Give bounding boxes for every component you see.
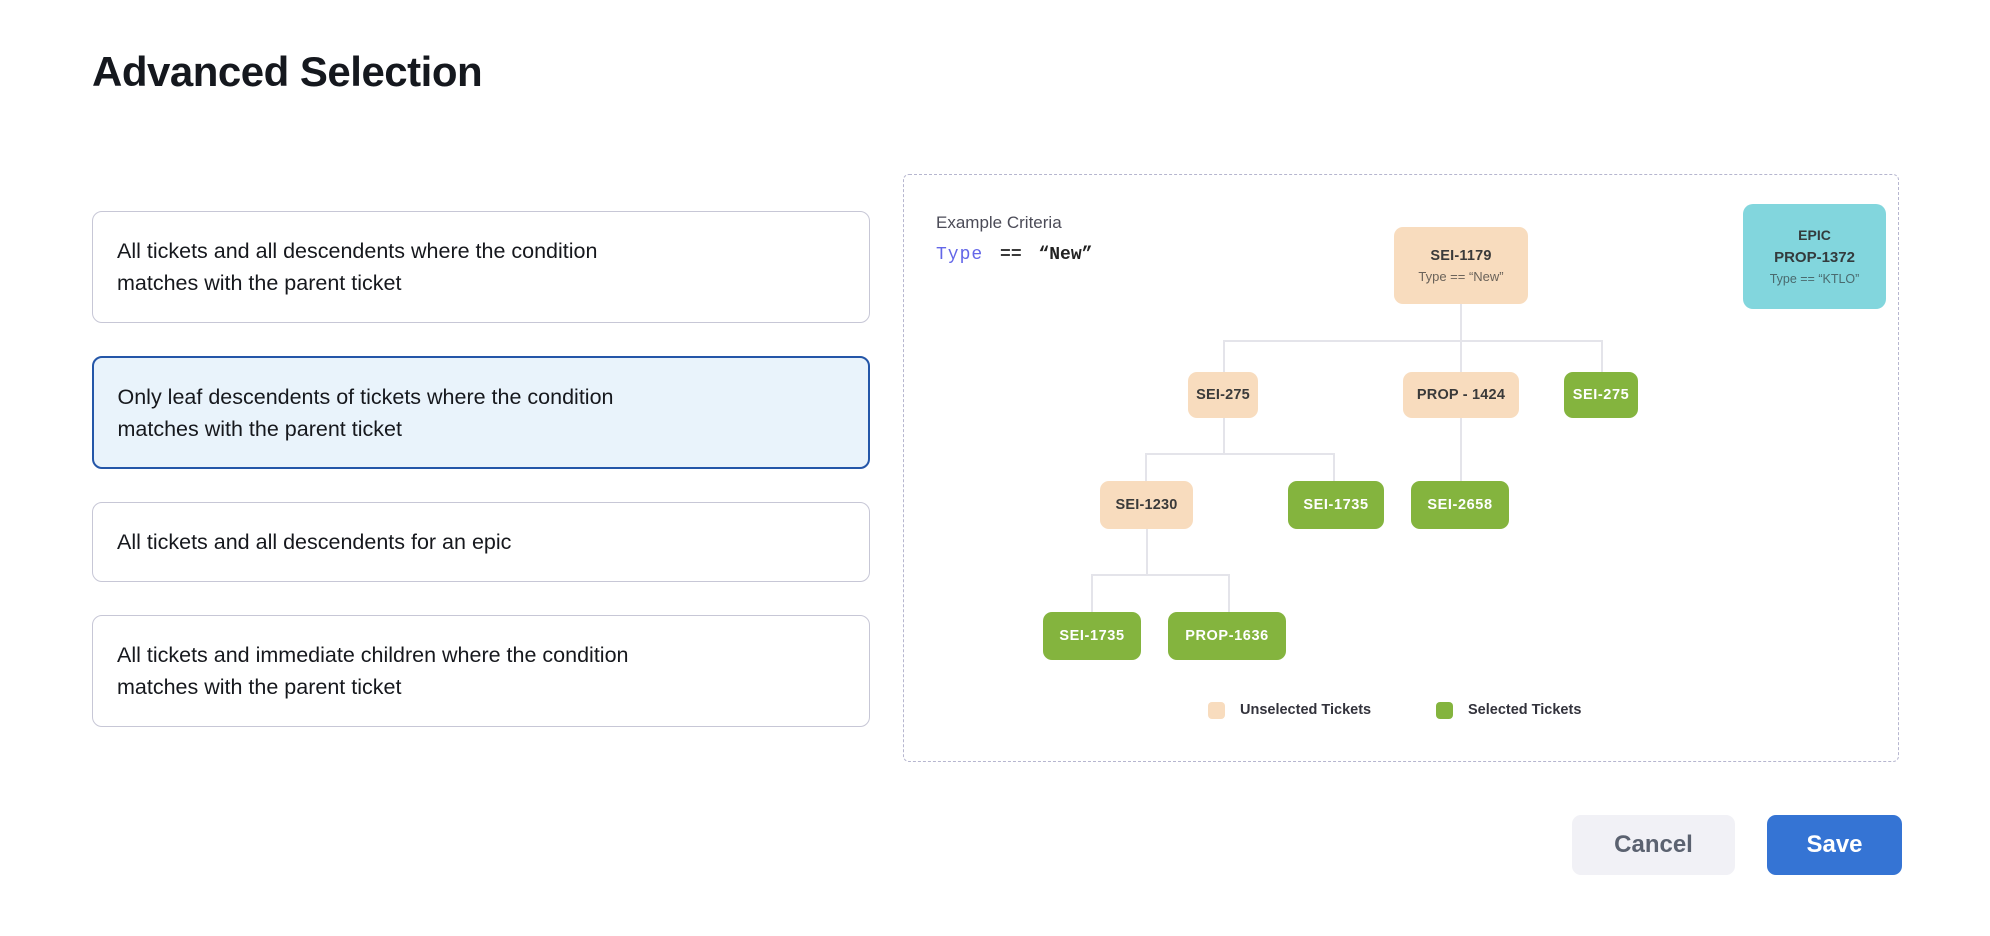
tree-node-sei-1735-leaf: SEI-1735 bbox=[1043, 612, 1141, 660]
connector-line bbox=[1091, 574, 1228, 576]
node-id: SEI-275 bbox=[1196, 387, 1250, 403]
connector-line bbox=[1145, 453, 1147, 481]
option-label: All tickets and all descendents where th… bbox=[117, 239, 598, 295]
legend: Unselected Tickets Selected Tickets bbox=[904, 700, 1898, 726]
page-title: Advanced Selection bbox=[92, 48, 483, 95]
connector-line bbox=[1601, 340, 1603, 372]
legend-swatch-selected bbox=[1436, 702, 1453, 719]
connector-line bbox=[1146, 529, 1148, 574]
node-condition: Type == “New” bbox=[1418, 268, 1504, 284]
cancel-button[interactable]: Cancel bbox=[1572, 815, 1735, 875]
connector-line bbox=[1460, 340, 1462, 372]
connector-line bbox=[1223, 340, 1225, 372]
example-panel: Example Criteria Type == “New” SEI-1179 … bbox=[903, 174, 1899, 762]
epic-condition: Type == “KTLO” bbox=[1769, 272, 1860, 286]
option-label: All tickets and all descendents for an e… bbox=[117, 530, 512, 554]
option-card-immediate-children[interactable]: All tickets and immediate children where… bbox=[92, 615, 870, 727]
criteria-field: Type bbox=[936, 245, 984, 265]
node-id: SEI-2658 bbox=[1427, 497, 1493, 513]
tree-node-sei-1179: SEI-1179 Type == “New” bbox=[1394, 227, 1528, 304]
option-label: All tickets and immediate children where… bbox=[117, 643, 629, 699]
node-id: SEI-1735 bbox=[1303, 497, 1369, 513]
tree-node-prop-1636: PROP-1636 bbox=[1168, 612, 1286, 660]
connector-line bbox=[1223, 418, 1225, 453]
node-id: PROP-1636 bbox=[1185, 628, 1269, 644]
criteria-expression: Type == “New” bbox=[936, 245, 1092, 265]
option-card-all-descendents[interactable]: All tickets and all descendents where th… bbox=[92, 211, 870, 323]
option-label: Only leaf descendents of tickets where t… bbox=[117, 384, 614, 441]
epic-card: EPIC PROP-1372 Type == “KTLO” bbox=[1743, 204, 1886, 309]
legend-swatch-unselected bbox=[1208, 702, 1225, 719]
epic-id: PROP-1372 bbox=[1774, 249, 1855, 266]
connector-line bbox=[1460, 304, 1462, 340]
tree-node-sei-1735: SEI-1735 bbox=[1288, 481, 1384, 529]
criteria-value: “New” bbox=[1038, 245, 1093, 265]
tree-node-sei-1230: SEI-1230 bbox=[1100, 481, 1193, 529]
option-list: All tickets and all descendents where th… bbox=[92, 211, 870, 727]
save-button[interactable]: Save bbox=[1767, 815, 1902, 875]
epic-type: EPIC bbox=[1798, 227, 1831, 243]
connector-line bbox=[1145, 453, 1334, 455]
tree-node-sei-275-unselected: SEI-275 bbox=[1188, 372, 1258, 418]
node-id: PROP - 1424 bbox=[1416, 387, 1506, 403]
node-id: SEI-1179 bbox=[1430, 247, 1492, 264]
node-id: SEI-275 bbox=[1572, 387, 1630, 403]
option-card-leaf-descendents[interactable]: Only leaf descendents of tickets where t… bbox=[92, 356, 870, 469]
connector-line bbox=[1460, 418, 1462, 481]
tree-node-sei-2658: SEI-2658 bbox=[1411, 481, 1509, 529]
option-card-epic-descendents[interactable]: All tickets and all descendents for an e… bbox=[92, 502, 870, 582]
criteria-operator: == bbox=[1000, 245, 1022, 265]
connector-line bbox=[1333, 453, 1335, 481]
node-id: SEI-1735 bbox=[1059, 628, 1125, 644]
connector-line bbox=[1228, 574, 1230, 612]
legend-label-selected: Selected Tickets bbox=[1468, 702, 1582, 718]
tree-node-prop-1424: PROP - 1424 bbox=[1403, 372, 1519, 418]
criteria-title: Example Criteria bbox=[936, 213, 1062, 232]
connector-line bbox=[1091, 574, 1093, 612]
connector-line bbox=[1223, 340, 1602, 342]
node-id: SEI-1230 bbox=[1115, 497, 1178, 513]
tree-node-sei-275-selected: SEI-275 bbox=[1564, 372, 1638, 418]
legend-label-unselected: Unselected Tickets bbox=[1240, 702, 1372, 718]
